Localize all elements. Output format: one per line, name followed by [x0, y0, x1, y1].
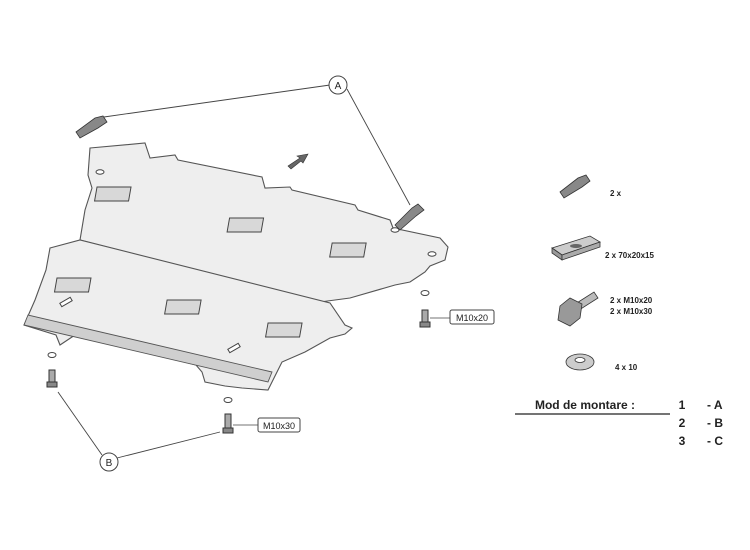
- callout-a: A: [103, 75, 411, 206]
- mounting-step-3-label: - C: [707, 434, 723, 448]
- bolt-label-m10x20: M10x20: [456, 313, 488, 323]
- parts-list: 2 x 2 x 70x20x15 2 x M10x20 2 x M10x30 4…: [551, 174, 654, 372]
- parts-item-plate: 2 x 70x20x15: [605, 251, 654, 260]
- callout-a-label: A: [335, 81, 342, 92]
- direction-arrow-icon: [287, 153, 309, 170]
- lower-plate: [23, 239, 354, 391]
- bolt-label-m10x30: M10x30: [263, 421, 295, 431]
- mounting-step-2-label: - B: [707, 416, 723, 430]
- bolt-icon: [557, 291, 599, 327]
- mounting-order: Mod de montare : 1 - A 2 - B 3 - C: [515, 398, 723, 448]
- bolt-left: [46, 352, 58, 388]
- bolt-bottom: M10x30: [222, 397, 301, 434]
- mounting-step-1-label: - A: [707, 398, 723, 412]
- parts-item-clip: 2 x: [610, 189, 622, 198]
- clip-right-icon: [394, 203, 425, 231]
- mounting-step-1-num: 1: [679, 398, 686, 412]
- mounting-step-3-num: 3: [679, 434, 686, 448]
- mounting-step-2-num: 2: [679, 416, 686, 430]
- callout-b-label: B: [106, 458, 113, 469]
- parts-item-washer: 4 x 10: [615, 363, 638, 372]
- washer-icon: [565, 353, 595, 371]
- clip-left-icon: [75, 115, 108, 139]
- clip-icon: [559, 174, 591, 199]
- parts-item-bolt-m10x20: 2 x M10x20: [610, 296, 653, 305]
- mounting-title: Mod de montare :: [535, 398, 635, 412]
- bolt-right: M10x20: [419, 290, 495, 328]
- callout-b: B: [57, 391, 221, 472]
- plate-icon: [551, 235, 601, 261]
- parts-item-bolt-m10x30: 2 x M10x30: [610, 307, 653, 316]
